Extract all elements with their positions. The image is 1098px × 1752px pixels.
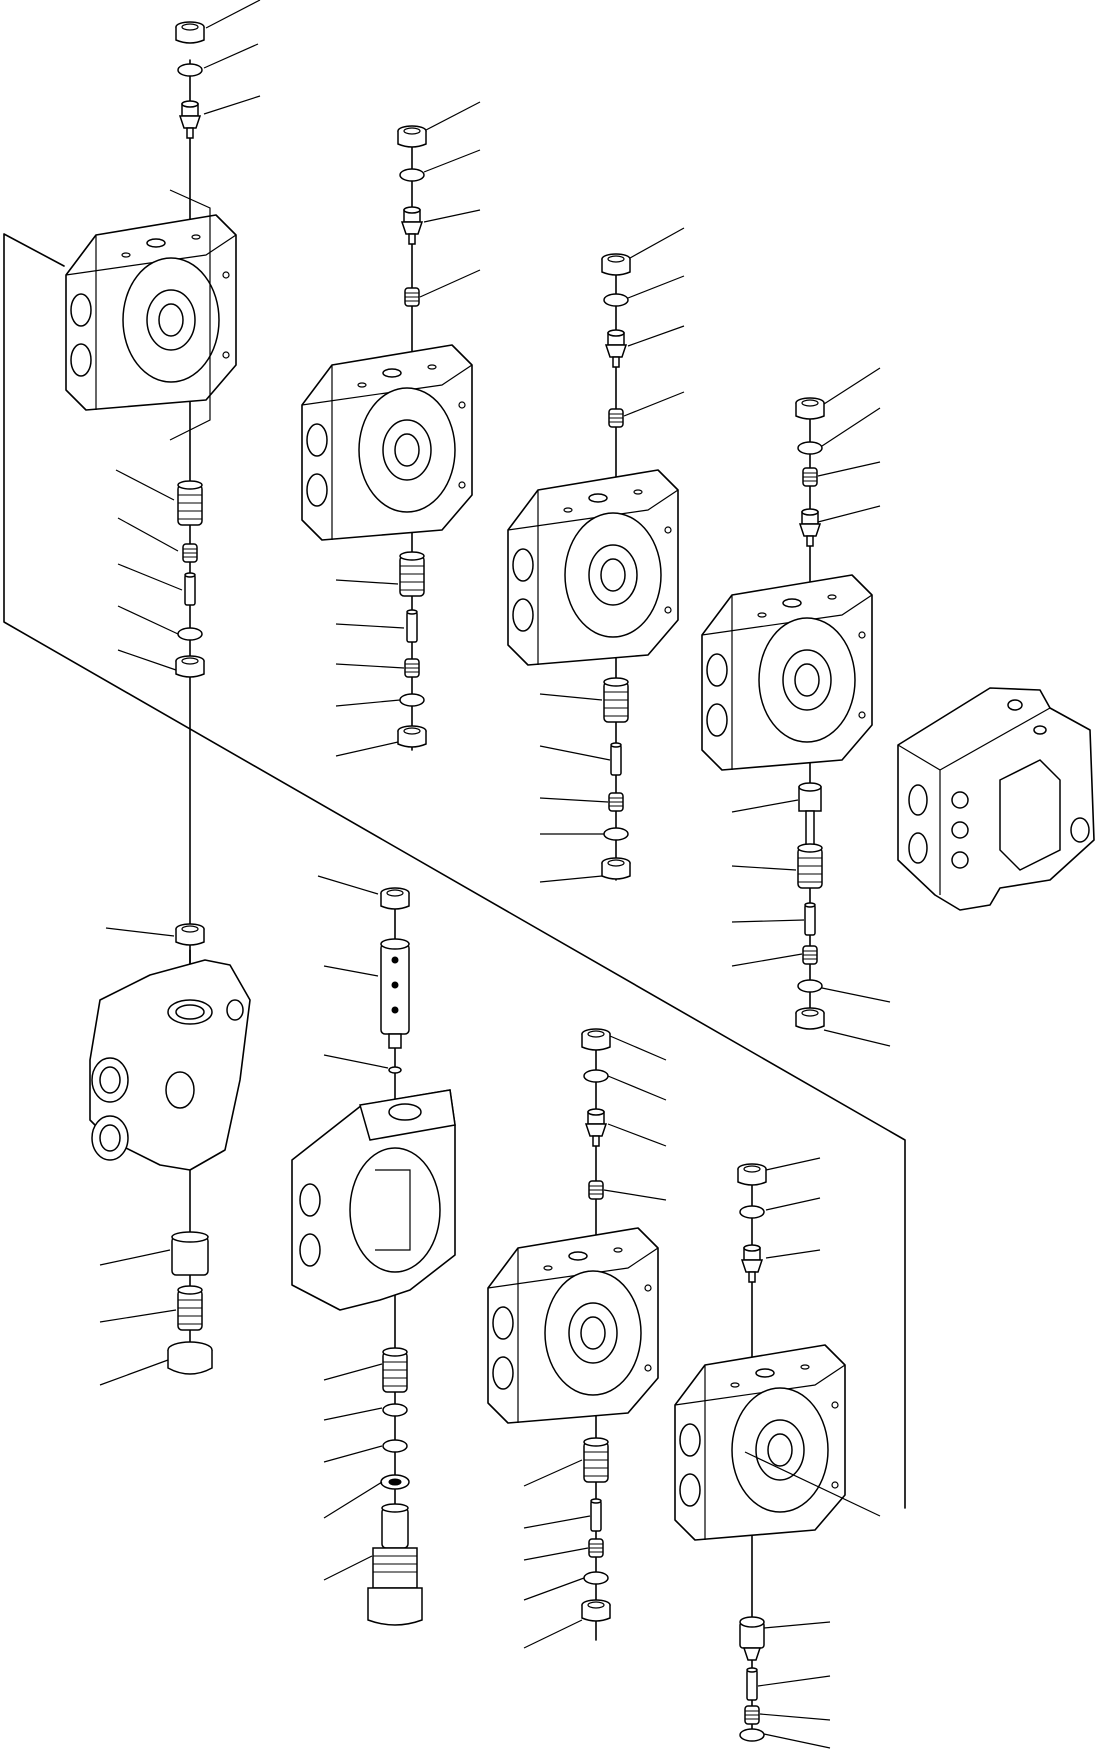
section-7 (674, 1157, 881, 1749)
relief-section (291, 875, 456, 1626)
inlet-cover (89, 923, 251, 1386)
end-cover-right (897, 687, 1095, 911)
section-6 (487, 1028, 667, 1649)
section-1 (3, 0, 906, 1509)
section-4 (701, 367, 891, 1047)
section-2 (301, 101, 481, 757)
section-3 (507, 227, 685, 883)
